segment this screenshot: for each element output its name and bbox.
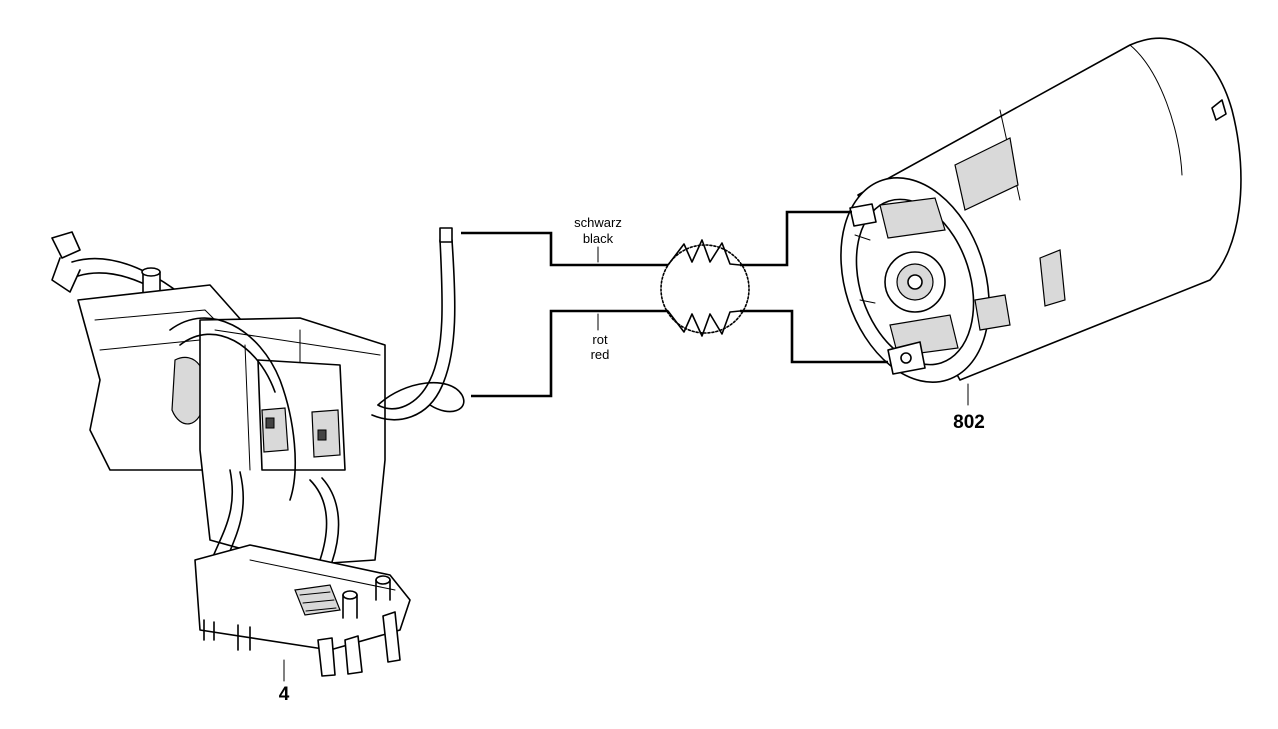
black-wire-motor [740,210,852,267]
red-wire [471,309,668,398]
black-wire-label-en: black [583,231,614,246]
black-wire [461,231,668,267]
motor-part-number: 802 [953,412,985,433]
motor-assembly [840,37,1242,383]
wiring-schematic [461,210,888,398]
red-wire-label-en: red [591,347,610,362]
black-wire-label-de: schwarz [574,215,622,230]
crimp-connector-upper [667,239,741,266]
switch-part-number: 4 [279,684,290,705]
red-wire-label-de: rot [592,332,608,347]
crimp-connector-lower [667,310,741,337]
red-wire-motor [740,309,888,364]
crimp-connector-circle [660,244,750,334]
switch-assembly [51,227,465,677]
